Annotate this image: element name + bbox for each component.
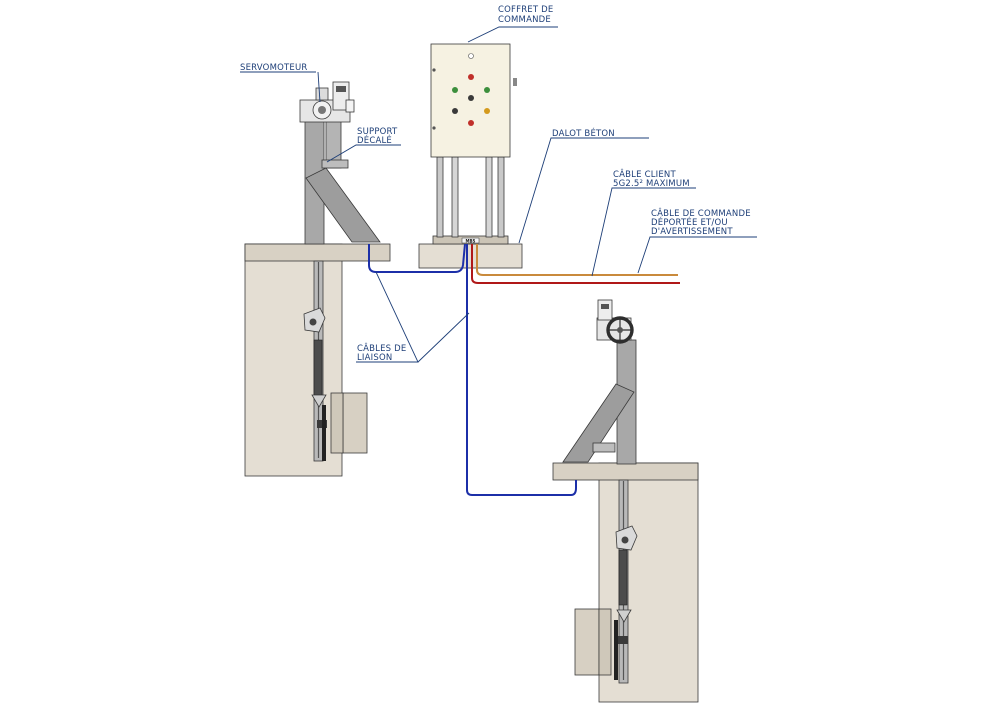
liaison-cable-right	[466, 244, 577, 496]
right-offset-support	[562, 339, 637, 465]
leader-lines	[240, 26, 757, 363]
client-cable	[471, 244, 680, 284]
cabinet-plate: MBS	[466, 238, 476, 243]
control-cabinet: MBS	[430, 43, 517, 243]
right-gate-spindle	[614, 479, 638, 684]
left-concrete-dalot	[244, 243, 391, 477]
label-servomoteur: SERVOMOTEUR	[240, 63, 307, 73]
left-servomotor-icon	[299, 81, 355, 123]
left-gate-spindle	[303, 260, 327, 462]
liaison-cable-left	[368, 243, 466, 273]
command-cable	[476, 244, 678, 276]
cabinet-stand	[436, 156, 505, 238]
left-offset-support	[304, 119, 381, 245]
right-handwheel-actuator-icon	[596, 299, 634, 344]
cabinet-plinth	[418, 235, 523, 269]
label-dalot: DALOT BÉTON	[552, 127, 615, 139]
cables	[368, 243, 680, 496]
right-concrete-dalot	[552, 462, 699, 703]
